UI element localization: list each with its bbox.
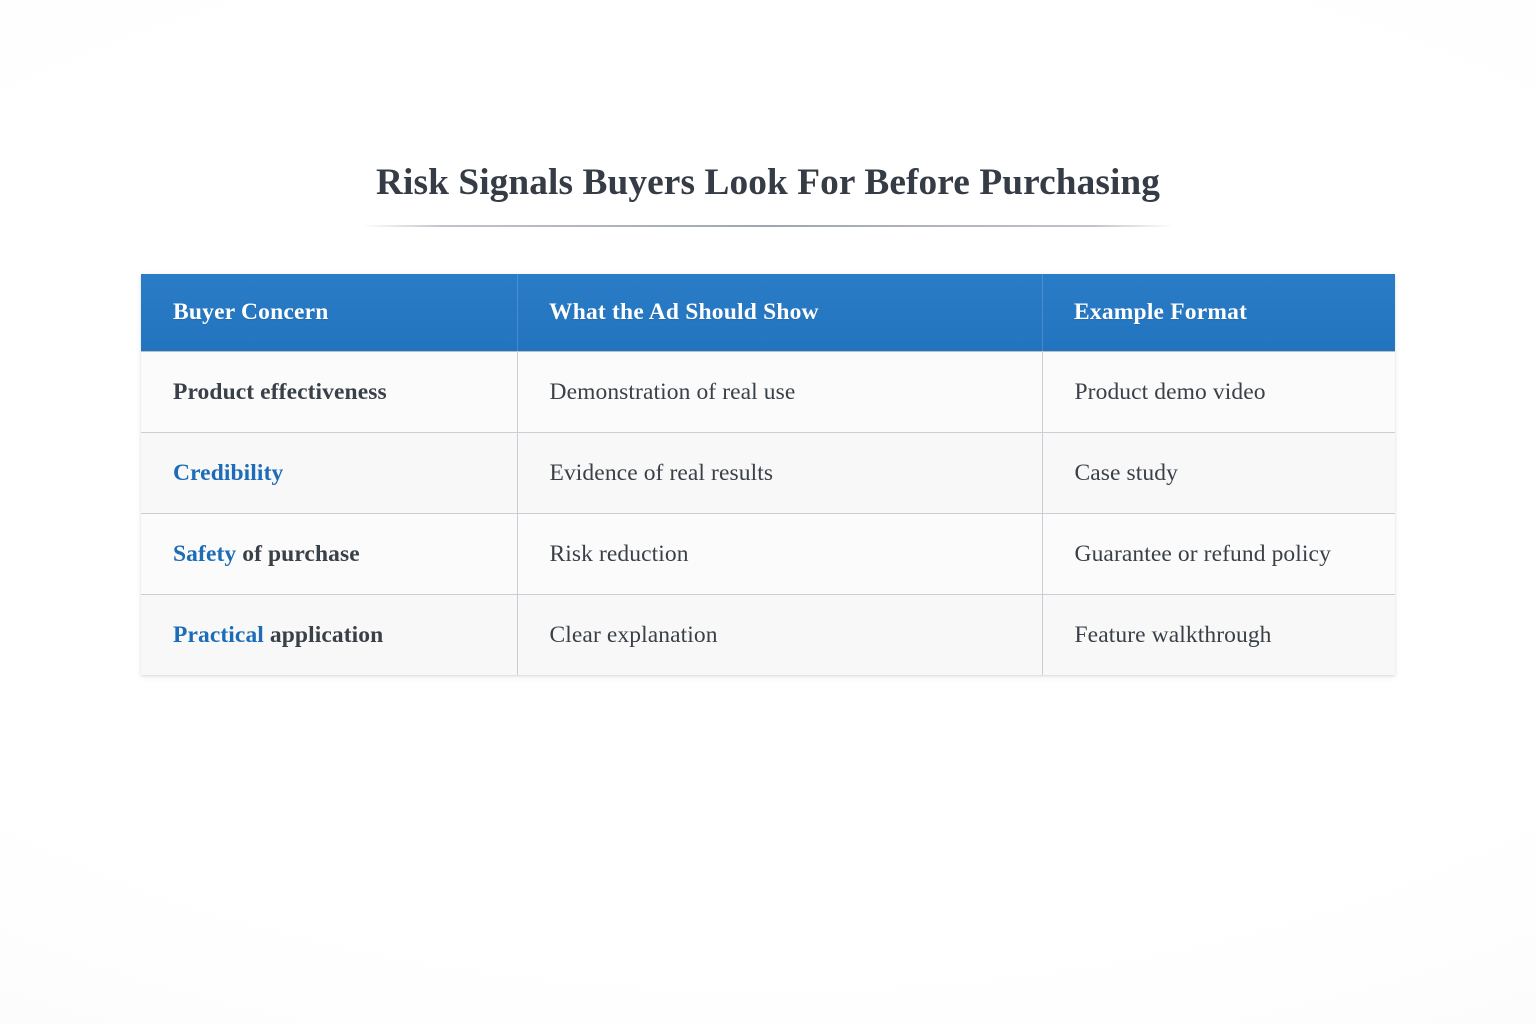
concern-accent-text: Practical bbox=[173, 621, 264, 648]
concern-rest-text: of purchase bbox=[236, 540, 360, 567]
cell-example-format: Feature walkthrough bbox=[1042, 594, 1395, 675]
column-header-what-the-ad-should-show[interactable]: What the Ad Should Show bbox=[517, 274, 1042, 352]
concern-accent-text: Credibility bbox=[173, 459, 284, 486]
table-row: Safety of purchase Risk reduction Guaran… bbox=[141, 513, 1395, 595]
cell-ad-should-show: Demonstration of real use bbox=[517, 351, 1043, 433]
cell-example-format: Case study bbox=[1042, 432, 1395, 514]
table-row: Credibility Evidence of real results Cas… bbox=[141, 432, 1395, 514]
page-title: Risk Signals Buyers Look For Before Purc… bbox=[375, 162, 1161, 203]
cell-ad-should-show: Clear explanation bbox=[517, 594, 1043, 675]
cell-buyer-concern: Product effectiveness bbox=[141, 351, 518, 433]
table-row: Practical application Clear explanation … bbox=[141, 594, 1395, 675]
risk-signals-table-container: Buyer Concern What the Ad Should Show Ex… bbox=[141, 274, 1395, 675]
table-header: Buyer Concern What the Ad Should Show Ex… bbox=[141, 274, 1395, 352]
concern-accent-text: Safety bbox=[173, 540, 237, 567]
table-header-row: Buyer Concern What the Ad Should Show Ex… bbox=[141, 274, 1395, 352]
column-header-buyer-concern[interactable]: Buyer Concern bbox=[173, 299, 329, 325]
cell-example-format: Guarantee or refund policy bbox=[1042, 513, 1395, 595]
cell-buyer-concern: Credibility bbox=[141, 432, 518, 514]
table-body: Product effectiveness Demonstration of r… bbox=[141, 351, 1395, 675]
title-divider bbox=[362, 224, 1174, 227]
cell-buyer-concern: Practical application bbox=[141, 594, 518, 675]
concern-rest-text: application bbox=[263, 621, 384, 648]
cell-buyer-concern: Safety of purchase bbox=[141, 513, 518, 595]
title-block: Risk Signals Buyers Look For Before Purc… bbox=[140, 160, 1396, 227]
table-row: Product effectiveness Demonstration of r… bbox=[141, 351, 1395, 433]
cell-ad-should-show: Evidence of real results bbox=[517, 432, 1043, 514]
cell-example-format: Product demo video bbox=[1042, 351, 1395, 433]
concern-rest-text: Product effectiveness bbox=[173, 378, 387, 405]
risk-signals-table: Buyer Concern What the Ad Should Show Ex… bbox=[141, 274, 1395, 675]
cell-ad-should-show: Risk reduction bbox=[517, 513, 1043, 595]
column-header-example-format[interactable]: Example Format bbox=[1042, 274, 1395, 352]
